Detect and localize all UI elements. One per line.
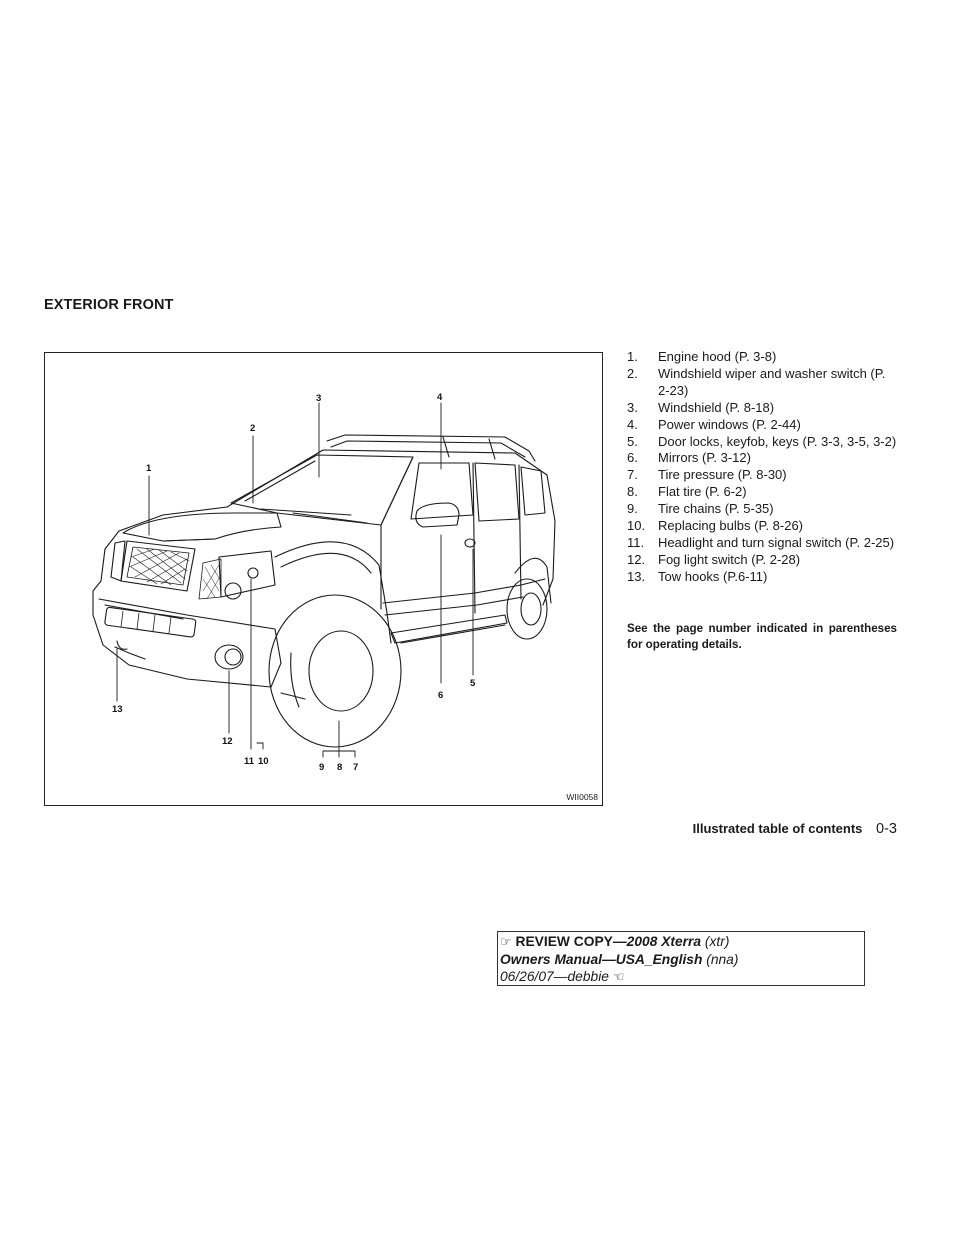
item-text: Flat tire (P. 6-2)	[658, 484, 747, 500]
item-number: 8.	[627, 484, 638, 500]
market-code: (nna)	[702, 952, 739, 967]
item-number: 12.	[627, 551, 646, 567]
review-line-1: ☞ REVIEW COPY—2008 Xterra (xtr)	[500, 933, 862, 951]
item-number: 5.	[627, 433, 638, 449]
list-item: 7. Tire pressure (P. 8-30)	[627, 467, 899, 484]
callout-11: 11	[244, 756, 255, 767]
pointing-hand-left-icon: ☜	[612, 970, 625, 985]
review-line-3: 06/26/07—debbie ☜	[500, 968, 862, 986]
callout-12: 12	[222, 736, 233, 747]
item-text: Windshield (P. 8-18)	[658, 399, 775, 415]
item-number: 6.	[627, 450, 638, 466]
list-item: 2. Windshield wiper and washer switch (P.…	[627, 366, 899, 400]
item-number: 9.	[627, 501, 638, 517]
item-text: Door locks, keyfob, keys (P. 3-3, 3-5, 3…	[658, 433, 897, 449]
callout-4: 4	[437, 392, 443, 403]
item-number: 2.	[627, 365, 638, 381]
page-number: 0-3	[876, 821, 897, 837]
item-number: 11.	[627, 534, 645, 550]
list-item: 11. Headlight and turn signal switch (P. …	[627, 535, 899, 552]
figure-id: WII0058	[566, 792, 598, 802]
item-list: 1. Engine hood (P. 3-8) 2. Windshield wipe…	[627, 349, 899, 586]
section-heading: EXTERIOR FRONT	[44, 297, 174, 313]
callout-10: 10	[258, 756, 269, 767]
item-text: Power windows (P. 2-44)	[658, 416, 801, 432]
item-text: Headlight and turn signal switch (P. 2-2…	[658, 534, 895, 550]
footer-section-title: Illustrated table of contents	[692, 821, 863, 836]
review-date-author: 06/26/07—debbie	[500, 969, 609, 984]
suv-illustration: 1 2 3 4 5 6 7 8 9 10 11 12 13	[92, 392, 556, 773]
callout-7: 7	[353, 762, 358, 773]
item-number: 3.	[627, 399, 638, 415]
item-number: 7.	[627, 467, 638, 483]
list-item: 5. Door locks, keyfob, keys (P. 3-3, 3-5,…	[627, 434, 899, 451]
callout-5: 5	[470, 678, 476, 689]
pointing-hand-right-icon: ☞	[500, 935, 512, 950]
list-item: 13. Tow hooks (P.6-11)	[627, 569, 899, 586]
page-footer: Illustrated table of contents 0-3	[693, 821, 897, 837]
callout-9: 9	[319, 762, 324, 773]
list-item: 8. Flat tire (P. 6-2)	[627, 484, 899, 501]
list-item: 3. Windshield (P. 8-18)	[627, 400, 899, 417]
review-line-2: Owners Manual—USA_English (nna)	[500, 951, 862, 968]
operating-details-note: See the page number indicated in parenth…	[627, 622, 897, 651]
item-number: 10.	[627, 518, 646, 534]
vehicle-figure: 1 2 3 4 5 6 7 8 9 10 11 12 13 WII0058	[44, 352, 603, 806]
item-text: Tire pressure (P. 8-30)	[658, 467, 787, 483]
callout-1: 1	[146, 463, 152, 474]
item-text: Windshield wiper and washer switch (P. 2…	[658, 365, 886, 398]
item-text: Mirrors (P. 3-12)	[658, 450, 751, 466]
list-item: 10. Replacing bulbs (P. 8-26)	[627, 518, 899, 535]
callout-3: 3	[316, 393, 321, 404]
list-item: 6. Mirrors (P. 3-12)	[627, 450, 899, 467]
item-number: 1.	[627, 349, 638, 364]
item-text: Replacing bulbs (P. 8-26)	[658, 518, 804, 534]
item-text: Tow hooks (P.6-11)	[658, 568, 768, 584]
vehicle-model: 2008 Xterra	[626, 934, 702, 949]
review-label: REVIEW COPY—	[515, 934, 627, 949]
list-item: 4. Power windows (P. 2-44)	[627, 417, 899, 434]
list-item: 12. Fog light switch (P. 2-28)	[627, 552, 899, 569]
manual-name: Owners Manual—USA_English	[500, 952, 703, 967]
item-text: Engine hood (P. 3-8)	[658, 349, 777, 364]
callout-2: 2	[250, 423, 255, 434]
callout-13: 13	[112, 704, 123, 715]
review-copy-stamp: ☞ REVIEW COPY—2008 Xterra (xtr) Owners M…	[497, 931, 865, 986]
callout-6: 6	[438, 690, 443, 701]
callout-8: 8	[337, 762, 342, 773]
item-text: Tire chains (P. 5-35)	[658, 501, 774, 517]
list-item: 9. Tire chains (P. 5-35)	[627, 501, 899, 518]
model-code: (xtr)	[701, 934, 730, 949]
item-text: Fog light switch (P. 2-28)	[658, 551, 801, 567]
list-item: 1. Engine hood (P. 3-8)	[627, 349, 899, 366]
item-number: 4.	[627, 416, 638, 432]
item-number: 13.	[627, 568, 646, 584]
